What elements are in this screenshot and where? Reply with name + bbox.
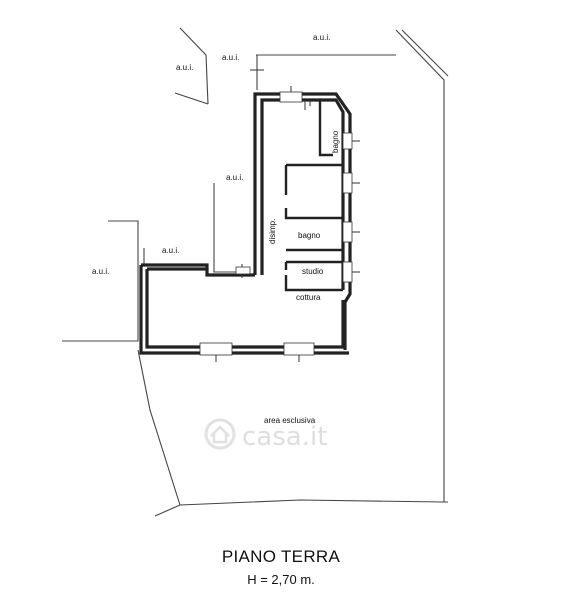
label-aui-top: a.u.i. xyxy=(313,33,330,42)
floor-title: PIANO TERRA xyxy=(221,547,341,566)
window-south-2 xyxy=(283,342,315,356)
watermark-text: casa.it xyxy=(242,422,327,452)
house-logo-icon xyxy=(204,418,236,450)
label-aui-left: a.u.i. xyxy=(92,267,109,276)
label-bagno-vertical: bagno xyxy=(331,130,340,153)
window-south-1 xyxy=(199,342,233,356)
label-disimp: disimp. xyxy=(268,219,277,244)
window-studio xyxy=(342,261,353,283)
ceiling-height: H = 2,70 m. xyxy=(247,572,315,587)
window-room xyxy=(342,172,353,194)
windows xyxy=(199,69,360,362)
watermark: casa.it xyxy=(204,418,327,452)
room-labels: a.u.i. a.u.i. a.u.i. a.u.i. a.u.i. a.u.i… xyxy=(92,33,340,425)
interior-partitions xyxy=(284,100,343,292)
building-walls xyxy=(139,92,352,355)
label-aui-center: a.u.i. xyxy=(226,173,243,182)
label-cottura: cottura xyxy=(296,293,321,302)
window-bagno-2 xyxy=(342,221,353,243)
label-studio: studio xyxy=(302,267,324,276)
label-aui-mid-top: a.u.i. xyxy=(222,53,239,62)
house-roof-icon xyxy=(210,425,230,444)
label-aui-left-top: a.u.i. xyxy=(176,63,193,72)
property-boundaries xyxy=(62,27,449,517)
label-area-esclusiva: area esclusiva xyxy=(264,416,316,425)
label-bagno: bagno xyxy=(298,231,321,240)
label-aui-small: a.u.i. xyxy=(162,246,179,255)
window-bagno-1 xyxy=(342,132,353,150)
window-top xyxy=(279,91,303,103)
